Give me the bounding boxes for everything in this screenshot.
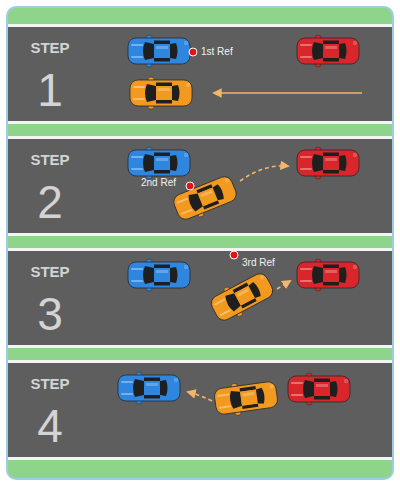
blue-car [128,147,190,179]
dashed-path-arrow [277,281,290,289]
road-panel: STEP 1 [8,24,392,124]
orange-car [130,77,192,109]
step-number: 1 [20,67,80,113]
orange-car [213,378,279,418]
road-panel: STEP 4 [8,360,392,460]
blue-car [128,259,190,291]
dashed-path-arrow [188,392,212,401]
road-panel: STEP 2 [8,136,392,236]
step-label: STEP [20,375,80,393]
step-number: 4 [20,403,80,449]
reference-dot [186,182,194,190]
step-label: STEP [20,263,80,281]
orange-car-parked [213,378,279,418]
motion-arrow [214,92,362,94]
orange-car [207,268,277,325]
road-panel: STEP 3 [8,248,392,348]
orange-car-turning [170,172,239,225]
orange-car-turning [207,268,277,325]
step-number: 2 [20,179,80,225]
red-car [297,147,359,179]
red-car [297,35,359,67]
orange-car [170,172,239,225]
step-label: STEP [20,151,80,169]
reference-dot [230,251,238,259]
red-car [297,259,359,291]
blue-car [118,372,180,404]
step-label: STEP [20,39,80,57]
red-car [288,373,350,405]
reference-dot [189,48,197,56]
dashed-path-arrow [240,166,288,181]
blue-car [128,35,190,67]
step-number: 3 [20,291,80,337]
